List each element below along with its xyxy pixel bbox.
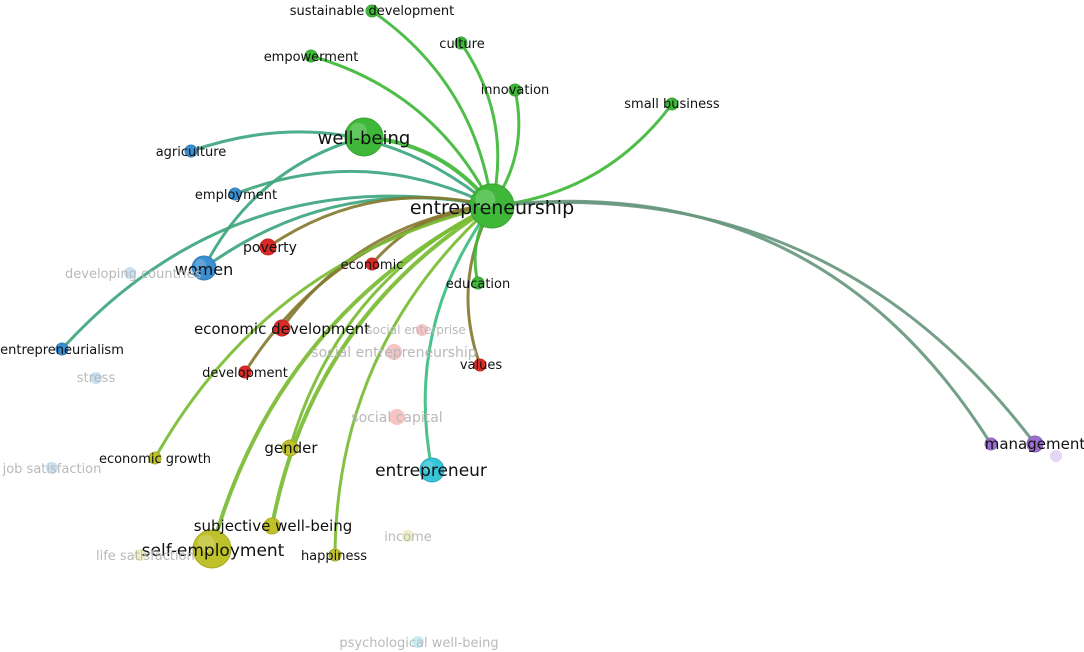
node-income[interactable] — [402, 530, 414, 542]
node-label-social-enterprise: social enterprise — [366, 323, 466, 337]
link-poverty-to-development — [240, 247, 268, 372]
link-entrepreneurship-to-subjective-well-being — [270, 204, 494, 528]
nodes-layer — [46, 4, 1062, 648]
node-label-entrepreneurialism: entrepreneurialism — [0, 343, 124, 358]
node-label-employment: employment — [195, 188, 277, 203]
node-label-education: education — [446, 277, 511, 292]
node-label-self-employment: self-employment — [142, 541, 285, 561]
node-label-economic-growth: economic growth — [99, 452, 211, 467]
node-label-sustainable-development: sustainable development — [290, 4, 454, 19]
node-label-values: values — [460, 358, 503, 373]
node-label-economic-development: economic development — [194, 320, 370, 338]
link-well-being-to-women — [202, 135, 366, 270]
link-entrepreneurship-to-employment — [233, 169, 494, 208]
node-small-business[interactable] — [665, 97, 679, 111]
link-economic-development-to-gender — [272, 328, 290, 448]
link-entrepreneurship-to-sustainable-development — [370, 9, 494, 208]
node-label-entrepreneurship: entrepreneurship — [410, 197, 574, 219]
node-management-b[interactable] — [984, 437, 998, 451]
node-label-stress: stress — [77, 371, 116, 386]
link-entrepreneur-to-management-c — [432, 456, 1056, 523]
link-job-satisfaction-to-self-employment — [52, 468, 212, 549]
node-label-job-satisfaction: job satisfaction — [2, 462, 102, 477]
node-label-agriculture: agriculture — [156, 145, 227, 160]
node-label-gender: gender — [264, 439, 318, 457]
node-highlight-women — [195, 259, 206, 270]
labels-layer: sustainable development culture empowermen… — [0, 4, 1084, 651]
node-label-development: development — [202, 366, 288, 381]
node-economic[interactable] — [365, 257, 379, 271]
node-label-culture: culture — [439, 37, 484, 52]
node-entrepreneurialism[interactable] — [55, 342, 69, 356]
node-label-entrepreneur: entrepreneur — [375, 461, 487, 481]
node-social-enterprise[interactable] — [416, 324, 428, 336]
node-highlight-entrepreneurship — [475, 189, 496, 210]
node-innovation[interactable] — [508, 83, 522, 97]
node-label-empowerment: empowerment — [264, 50, 359, 65]
node-employment[interactable] — [228, 187, 242, 201]
node-label-social-entrepreneurship: social entrepreneurship — [311, 345, 477, 361]
node-label-social-capital: social capital — [351, 410, 442, 426]
node-agriculture[interactable] — [184, 144, 198, 158]
link-entrepreneurship-to-poverty — [266, 196, 494, 249]
node-education[interactable] — [471, 276, 485, 290]
node-gender[interactable] — [281, 439, 299, 457]
node-developing-countries[interactable] — [124, 267, 136, 279]
node-label-management: management — [985, 435, 1084, 453]
node-social-entrepreneurship[interactable] — [386, 344, 402, 360]
node-psychological-well-being[interactable] — [412, 636, 424, 648]
node-poverty[interactable] — [259, 238, 277, 256]
node-life-satisfaction[interactable] — [134, 549, 146, 561]
link-entrepreneur-to-psychological-well-being — [405, 470, 432, 642]
node-highlight-entrepreneur — [423, 461, 434, 472]
node-highlight-well-being — [349, 122, 367, 140]
node-label-income: income — [384, 530, 432, 545]
link-agriculture-to-job-satisfaction — [52, 151, 191, 468]
node-empowerment[interactable] — [304, 49, 318, 63]
node-label-developing-countries: developing countries — [65, 267, 202, 282]
node-values[interactable] — [473, 358, 487, 372]
node-label-economic: economic — [341, 258, 404, 273]
node-culture[interactable] — [454, 36, 468, 50]
node-label-small-business: small business — [624, 97, 720, 112]
node-label-happiness: happiness — [301, 549, 367, 564]
node-highlight-self-employment — [197, 534, 215, 552]
node-economic-development[interactable] — [273, 319, 291, 337]
node-social-capital[interactable] — [389, 409, 405, 425]
link-entrepreneurship-to-self-employment — [210, 204, 494, 551]
node-job-satisfaction[interactable] — [46, 462, 58, 474]
node-label-subjective-well-being: subjective well-being — [194, 517, 353, 535]
node-development[interactable] — [238, 365, 252, 379]
node-label-innovation: innovation — [481, 83, 550, 98]
link-entrepreneurship-to-empowerment — [309, 54, 494, 208]
link-entrepreneurship-to-economic-growth — [153, 204, 494, 460]
node-sustainable-development[interactable] — [365, 4, 379, 18]
link-entrepreneurship-to-happiness — [333, 204, 494, 557]
node-happiness[interactable] — [328, 548, 342, 562]
node-stress[interactable] — [90, 372, 102, 384]
link-entrepreneurship-to-entrepreneur — [423, 204, 494, 472]
node-management-c[interactable] — [1050, 450, 1062, 462]
node-management[interactable] — [1026, 435, 1044, 453]
node-label-psychological-well-being: psychological well-being — [339, 636, 498, 651]
node-subjective-well-being[interactable] — [263, 517, 281, 535]
node-economic-growth[interactable] — [148, 451, 162, 465]
link-women-to-gender — [204, 268, 290, 448]
link-women-to-self-employment — [177, 268, 212, 549]
node-label-life-satisfaction: life satisfaction — [96, 549, 195, 564]
node-label-poverty: poverty — [243, 240, 297, 256]
node-label-women: women — [175, 260, 233, 279]
node-label-well-being: well-being — [318, 128, 411, 149]
link-entrepreneurship-to-management-b — [490, 199, 993, 446]
